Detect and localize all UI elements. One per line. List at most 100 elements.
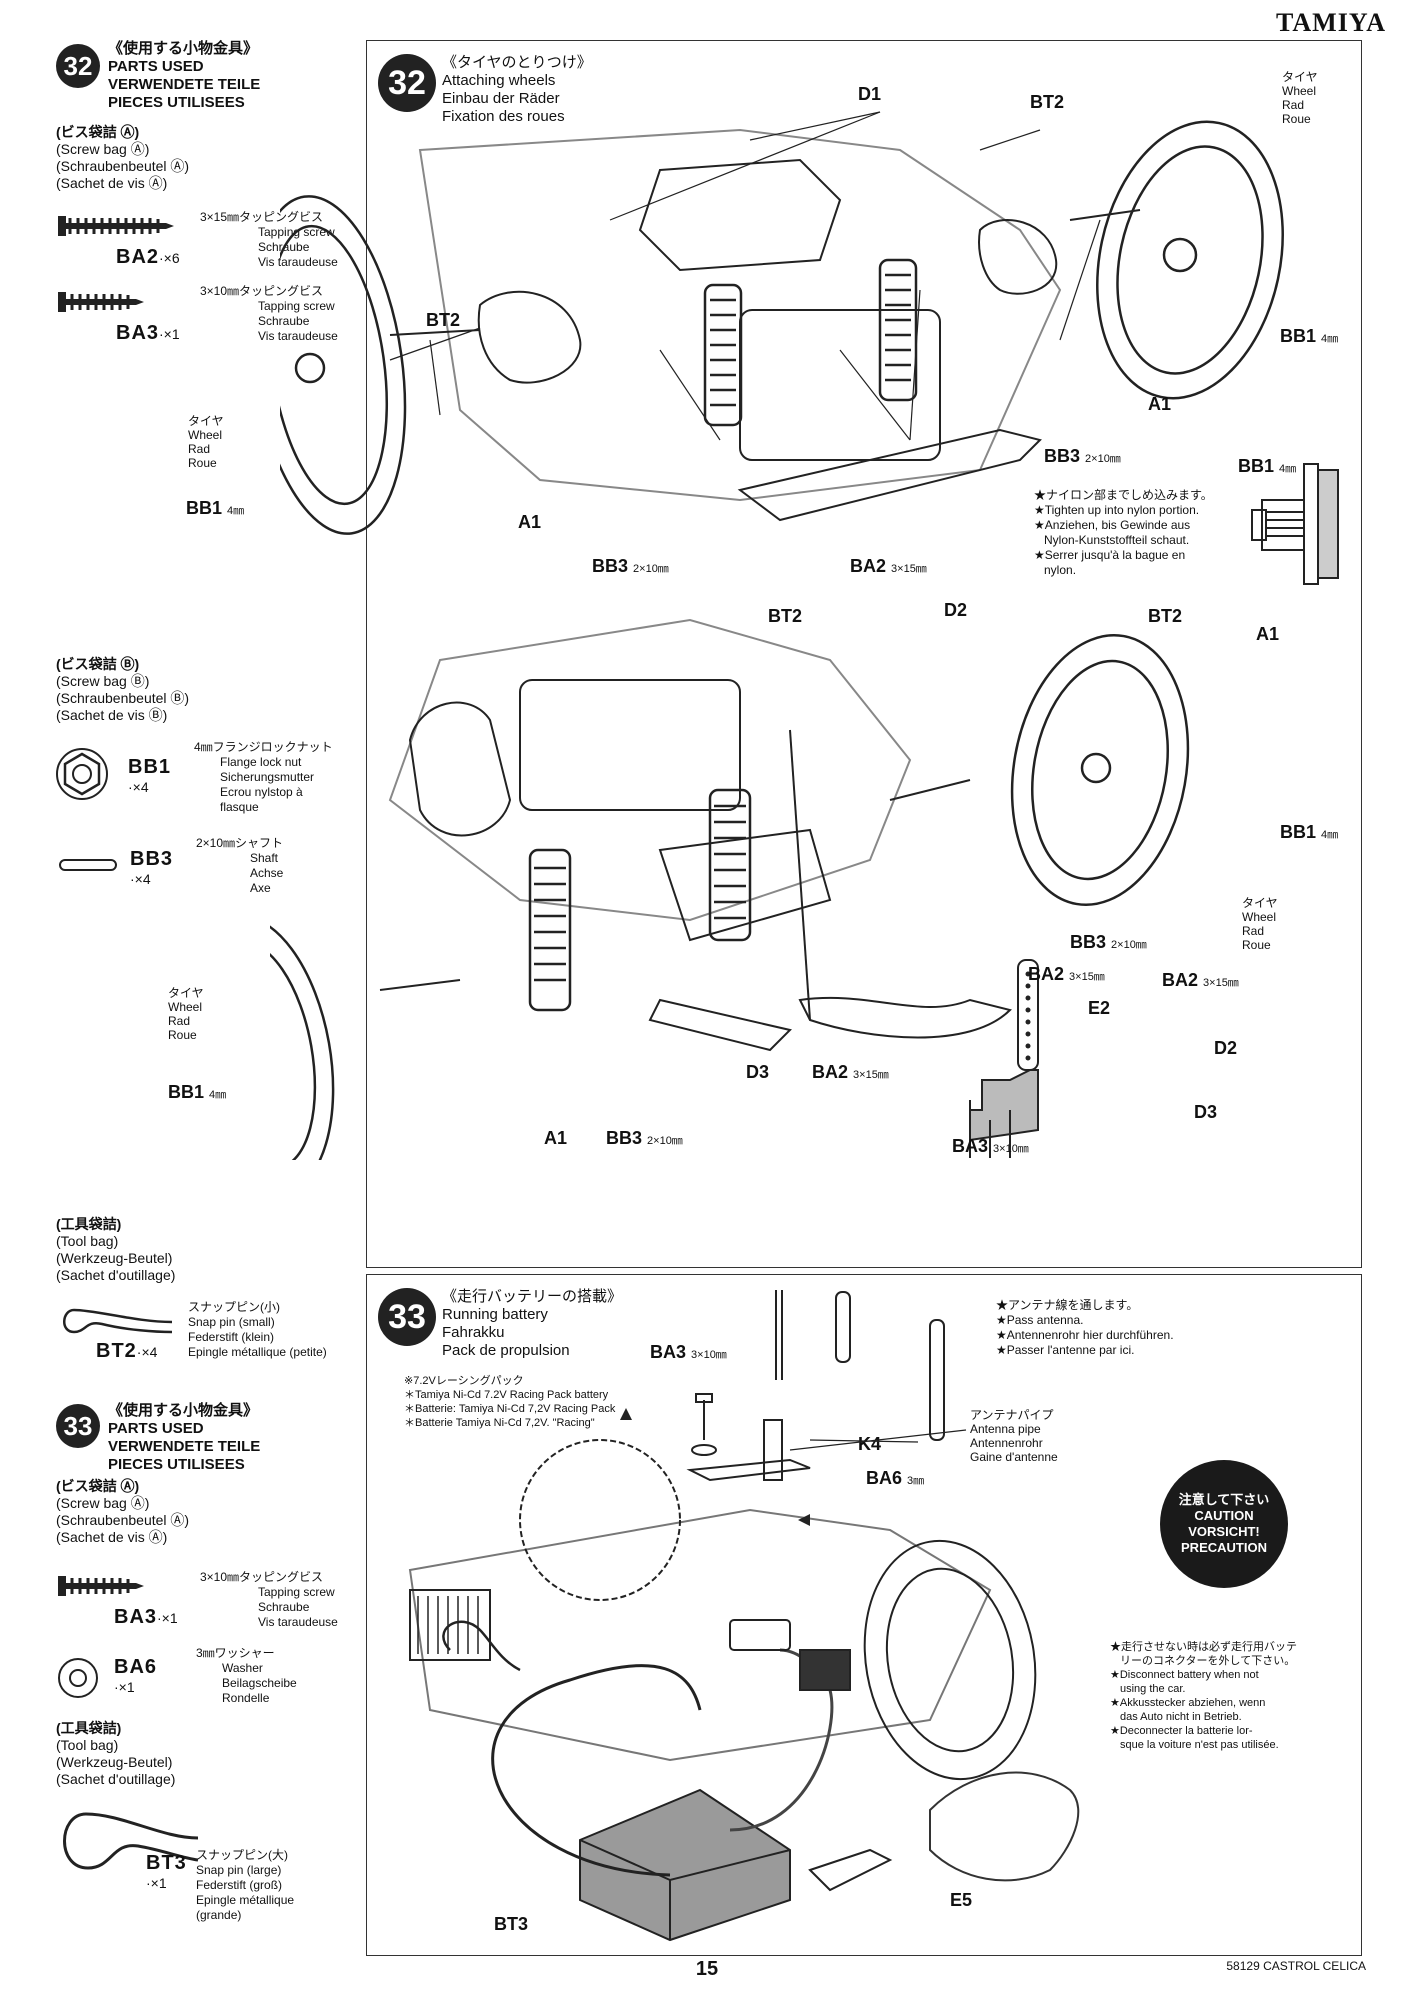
label-ba2-c: BA2 3×15㎜	[1162, 970, 1239, 991]
desc-jp: 2×10㎜シャフト	[196, 836, 284, 850]
label-e2: E2	[1088, 998, 1111, 1018]
step-number-32: 32	[378, 54, 436, 112]
desc-jp: スナップピン(大)	[196, 1848, 288, 1862]
bag-jp: (ビス袋詰 Ⓐ)	[56, 124, 140, 140]
part-qty: ·×4	[136, 1344, 158, 1360]
battery-en: ＊Tamiya Ni-Cd 7.2V Racing Pack battery	[404, 1389, 609, 1401]
wheel-de: Rad	[168, 1014, 191, 1028]
label-e5: E5	[950, 1890, 973, 1910]
label-bt2-a: BT2	[1030, 92, 1065, 112]
label-bb1-b: BB1 4㎜	[186, 498, 244, 519]
wheel-label-left-upper: タイヤ Wheel Rad Roue	[188, 414, 224, 470]
desc-en: Snap pin (small)	[188, 1315, 275, 1329]
note-de: ★Antennenrohr hier durchführen.	[996, 1328, 1174, 1342]
wheel-de: Rad	[1242, 924, 1265, 938]
wheel-de: Rad	[188, 442, 211, 456]
desc-jp: スナップピン(小)	[188, 1300, 280, 1314]
label-size: 3×15㎜	[891, 563, 927, 575]
label-ba3-a: BA3 3×10㎜	[952, 1136, 1029, 1157]
part-code: BT2	[96, 1340, 137, 1362]
label-ba2-b: BA2 3×15㎜	[1028, 964, 1105, 985]
title-de: Einbau der Räder	[442, 90, 560, 107]
label-bt2-b: BT2	[426, 310, 461, 330]
label-size: 3×10㎜	[691, 1349, 727, 1361]
bag-en: (Tool bag)	[56, 1233, 119, 1249]
title-en: Running battery	[442, 1306, 548, 1323]
step-number-33-parts: 33	[56, 1404, 100, 1448]
label-text: BB3	[592, 556, 629, 576]
part-bb1-desc: 4㎜フランジロックナット Flange lock nut Sicherungsm…	[194, 740, 333, 815]
desc-en: Flange lock nut	[220, 755, 302, 769]
desc-en: Washer	[222, 1661, 263, 1675]
title-jp: 《使用する小物金具》	[108, 40, 259, 57]
label-bb3-b: BB3 2×10㎜	[592, 556, 669, 577]
desc-de: Federstift (klein)	[188, 1330, 275, 1344]
label-bb1-c: BB1 4㎜	[1280, 822, 1338, 843]
part-code: BA3	[114, 1606, 158, 1628]
bag-fr: (Sachet de vis Ⓑ)	[56, 707, 168, 723]
note-en-1: ★Disconnect battery when not	[1110, 1669, 1259, 1681]
part-ba3-33: BA3·×1	[114, 1606, 178, 1629]
part-ba3-desc: 3×10㎜タッピングビス Tapping screw Schraube Vis …	[200, 284, 338, 344]
wheel-jp: タイヤ	[1242, 896, 1278, 910]
part-code: BT3	[146, 1852, 187, 1874]
bag-fr: (Sachet d'outillage)	[56, 1771, 176, 1787]
tapping-screw-long-icon	[58, 216, 174, 236]
model-code: 58129 CASTROL CELICA	[1226, 1959, 1366, 1973]
desc-en: Tapping screw	[258, 1585, 335, 1599]
desc-jp: 3×10㎜タッピングビス	[200, 284, 324, 298]
shaft-icon	[59, 859, 117, 871]
step-number-32-parts: 32	[56, 44, 100, 88]
lock-nut-detail-illustration	[1251, 463, 1339, 585]
title-jp: 《走行バッテリーの搭載》	[442, 1288, 623, 1305]
part-bt2: BT2·×4	[96, 1340, 157, 1363]
label-size: 3×10㎜	[993, 1143, 1029, 1155]
desc-fr: Epingle métallique	[196, 1893, 295, 1907]
title-en: PARTS USED	[108, 1420, 204, 1437]
wheel-en: Wheel	[168, 1000, 203, 1014]
step-33-title: 《走行バッテリーの搭載》 Running battery Fahrakku Pa…	[442, 1288, 622, 1360]
note-fr-1: ★Serrer jusqu'à la bague en	[1034, 548, 1186, 562]
note-jp: ★ナイロン部までしめ込みます。	[1034, 488, 1213, 502]
parts-used-header-32: 《使用する小物金具》 PARTS USED VERWENDETE TEILE P…	[108, 40, 260, 112]
desc-fr: Axe	[250, 881, 271, 895]
desc-fr: Vis taraudeuse	[258, 255, 338, 269]
caution-fr: PRECAUTION	[1181, 1540, 1267, 1555]
bag-en: (Screw bag Ⓐ)	[56, 1495, 150, 1511]
step-32-title: 《タイヤのとりつけ》 Attaching wheels Einbau der R…	[442, 54, 592, 126]
pipe-en: Antenna pipe	[970, 1422, 1041, 1436]
label-size: 3×15㎜	[1069, 971, 1105, 983]
note-de-2: Nylon-Kunststoffteil schaut.	[1044, 533, 1190, 547]
part-qty: ·×4	[130, 871, 151, 887]
label-text: BB1	[168, 1082, 205, 1102]
bag-jp: (工具袋詰)	[56, 1720, 122, 1736]
wheel-de: Rad	[1282, 98, 1305, 112]
label-size: 3×15㎜	[853, 1069, 889, 1081]
screw-bag-a-33: (ビス袋詰 Ⓐ) (Screw bag Ⓐ) (Schraubenbeutel …	[56, 1478, 189, 1546]
title-fr: Fixation des roues	[442, 108, 565, 125]
desc-fr: Vis taraudeuse	[258, 329, 338, 343]
part-ba3: BA3·×1	[116, 322, 180, 345]
label-size: 4㎜	[227, 505, 245, 517]
part-code: BA2	[116, 246, 160, 268]
note-fr: ★Passer l'antenne par ici.	[996, 1343, 1135, 1357]
wheel-label-left-lower: タイヤ Wheel Rad Roue	[168, 986, 204, 1042]
label-ba3-b: BA3 3×10㎜	[650, 1342, 727, 1363]
note-en: ★Pass antenna.	[996, 1313, 1084, 1327]
desc-de: Achse	[250, 866, 284, 880]
pipe-jp: アンテナパイプ	[970, 1408, 1054, 1422]
desc-fr: Ecrou nylstop à	[220, 785, 303, 799]
parts-used-header-33: 《使用する小物金具》 PARTS USED VERWENDETE TEILE P…	[108, 1402, 260, 1474]
label-bt3: BT3	[494, 1914, 529, 1934]
tool-bag-32: (工具袋詰) (Tool bag) (Werkzeug-Beutel) (Sac…	[56, 1216, 175, 1284]
part-code: BA6	[114, 1656, 158, 1678]
part-ba6: BA6 ·×1	[114, 1656, 157, 1695]
step-number-33: 33	[378, 1288, 436, 1346]
label-size: 3㎜	[907, 1475, 925, 1487]
note-de-2: das Auto nicht in Betrieb.	[1120, 1711, 1242, 1723]
antenna-pipe-label: アンテナパイプ Antenna pipe Antennenrohr Gaine …	[970, 1408, 1058, 1464]
tool-bag-33: (工具袋詰) (Tool bag) (Werkzeug-Beutel) (Sac…	[56, 1720, 175, 1788]
battery-fr: ＊Batterie Tamiya Ni-Cd 7,2V. "Racing"	[404, 1417, 595, 1429]
label-text: BB3	[1044, 446, 1081, 466]
brand-logo: TAMIYA	[1275, 8, 1386, 37]
